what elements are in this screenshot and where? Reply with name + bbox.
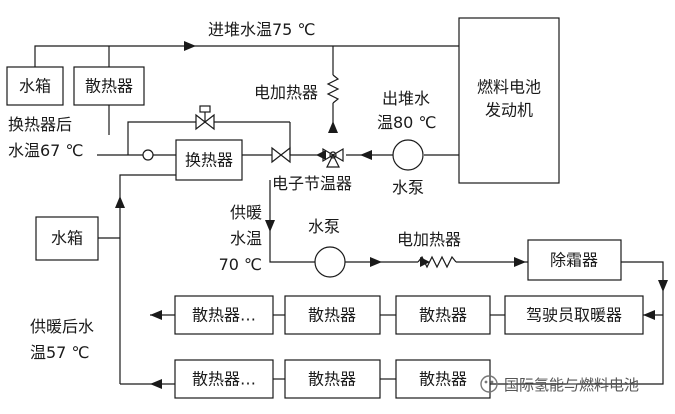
water-pump-mid-label: 水泵 — [308, 217, 340, 236]
electric-heater-top-label: 电加热器 — [254, 83, 318, 102]
thermostat-valve-right — [331, 147, 344, 163]
heat-exchanger-label: 换热器 — [185, 151, 233, 170]
right-return-line — [490, 261, 664, 385]
supply-down-arrow — [265, 220, 275, 232]
thermostat-valve-center — [329, 151, 337, 159]
outlet-temp-label-line2: 温80 ℃ — [377, 113, 436, 132]
radiator-row2-label-1: 散热器… — [192, 370, 256, 389]
water-pump-top-label: 水泵 — [392, 178, 424, 197]
hx-out-temp-label-line2: 水温67 ℃ — [8, 141, 83, 160]
radiator-row2-box-2 — [284, 359, 381, 399]
radiator-row2-label-3: 散热器 — [419, 370, 467, 389]
driver-heater-label: 驾驶员取暖器 — [526, 306, 622, 325]
radiator-row1-label-2: 散热器 — [308, 306, 356, 325]
watermark-icon — [480, 375, 498, 393]
valve-right-left — [271, 146, 282, 164]
radiator-row2-label-2: 散热器 — [308, 370, 356, 389]
water-tank-left-label: 水箱 — [51, 229, 83, 248]
electric-heater-top-symbol — [326, 74, 340, 104]
inlet-temp-label: 进堆水温75 ℃ — [208, 20, 315, 39]
radiator-row1-label-1: 散热器… — [192, 306, 256, 325]
water-tank-top-label: 水箱 — [19, 77, 51, 96]
fuel-cell-engine-box — [458, 17, 560, 184]
inlet-line — [34, 45, 459, 67]
water-pump-top-symbol — [392, 139, 424, 171]
valve-right-right — [280, 146, 291, 164]
defroster-label: 除霜器 — [550, 251, 598, 270]
radiator-top-label: 散热器 — [85, 77, 133, 96]
water-tank-left-box — [35, 216, 99, 261]
watermark-icon-eye-left — [484, 380, 488, 384]
supply-temp-label-line2: 水温 — [230, 229, 262, 248]
pump-out-arrow — [370, 257, 382, 267]
row2-exit-arrow — [150, 379, 162, 389]
radiator-row1-label-3: 散热器 — [419, 306, 467, 325]
defroster-box — [527, 239, 622, 281]
electric-heater-mid-label: 电加热器 — [397, 230, 461, 249]
supply-temp-label-line3: 70 ℃ — [219, 255, 262, 274]
temp-sensor-symbol — [142, 149, 154, 161]
fuel-cell-engine-label-line2: 发动机 — [485, 101, 533, 120]
bypass-valve-right — [204, 113, 215, 131]
radiator-row2-box-3 — [395, 359, 491, 399]
supply-temp-label-line1: 供暖 — [230, 203, 262, 222]
fuel-cell-engine-label-line1: 燃料电池 — [477, 78, 541, 97]
defroster-in-arrow — [514, 257, 526, 267]
heater-flow-arrow — [328, 121, 338, 133]
thermostat-label: 电子节温器 — [272, 174, 352, 193]
driver-heater-in-arrow — [643, 310, 655, 320]
outlet-temp-label-line1: 出堆水 — [382, 89, 430, 108]
outlet-flow-arrow — [360, 150, 372, 160]
watermark-text: 国际氢能与燃料电池 — [504, 376, 639, 394]
supply-line — [269, 180, 315, 263]
return-riser — [119, 174, 176, 384]
row1-exit-arrow — [150, 310, 162, 320]
return-up-arrow — [115, 196, 125, 208]
heater-mid-arrow — [420, 257, 430, 267]
watermark-icon-eye-right — [490, 380, 494, 384]
heat-exchanger-box — [175, 139, 243, 181]
water-pump-mid-symbol — [314, 246, 346, 278]
bypass-top-left — [127, 121, 196, 155]
bypass-valve-left — [195, 113, 206, 131]
driver-heater-box — [504, 295, 644, 335]
bypass-valve-actuator — [199, 105, 211, 113]
thermostat-valve-bottom — [326, 153, 340, 168]
water-tank-top-box — [6, 66, 64, 106]
hx-out-temp-label-line1: 换热器后 — [8, 115, 72, 134]
return-temp-label-line1: 供暖后水 — [30, 317, 94, 336]
inlet-flow-arrow — [184, 41, 196, 51]
radiator-row1-box-1 — [174, 295, 274, 335]
return-temp-label-line2: 温57 ℃ — [30, 343, 89, 362]
right-down-arrow — [658, 280, 668, 292]
